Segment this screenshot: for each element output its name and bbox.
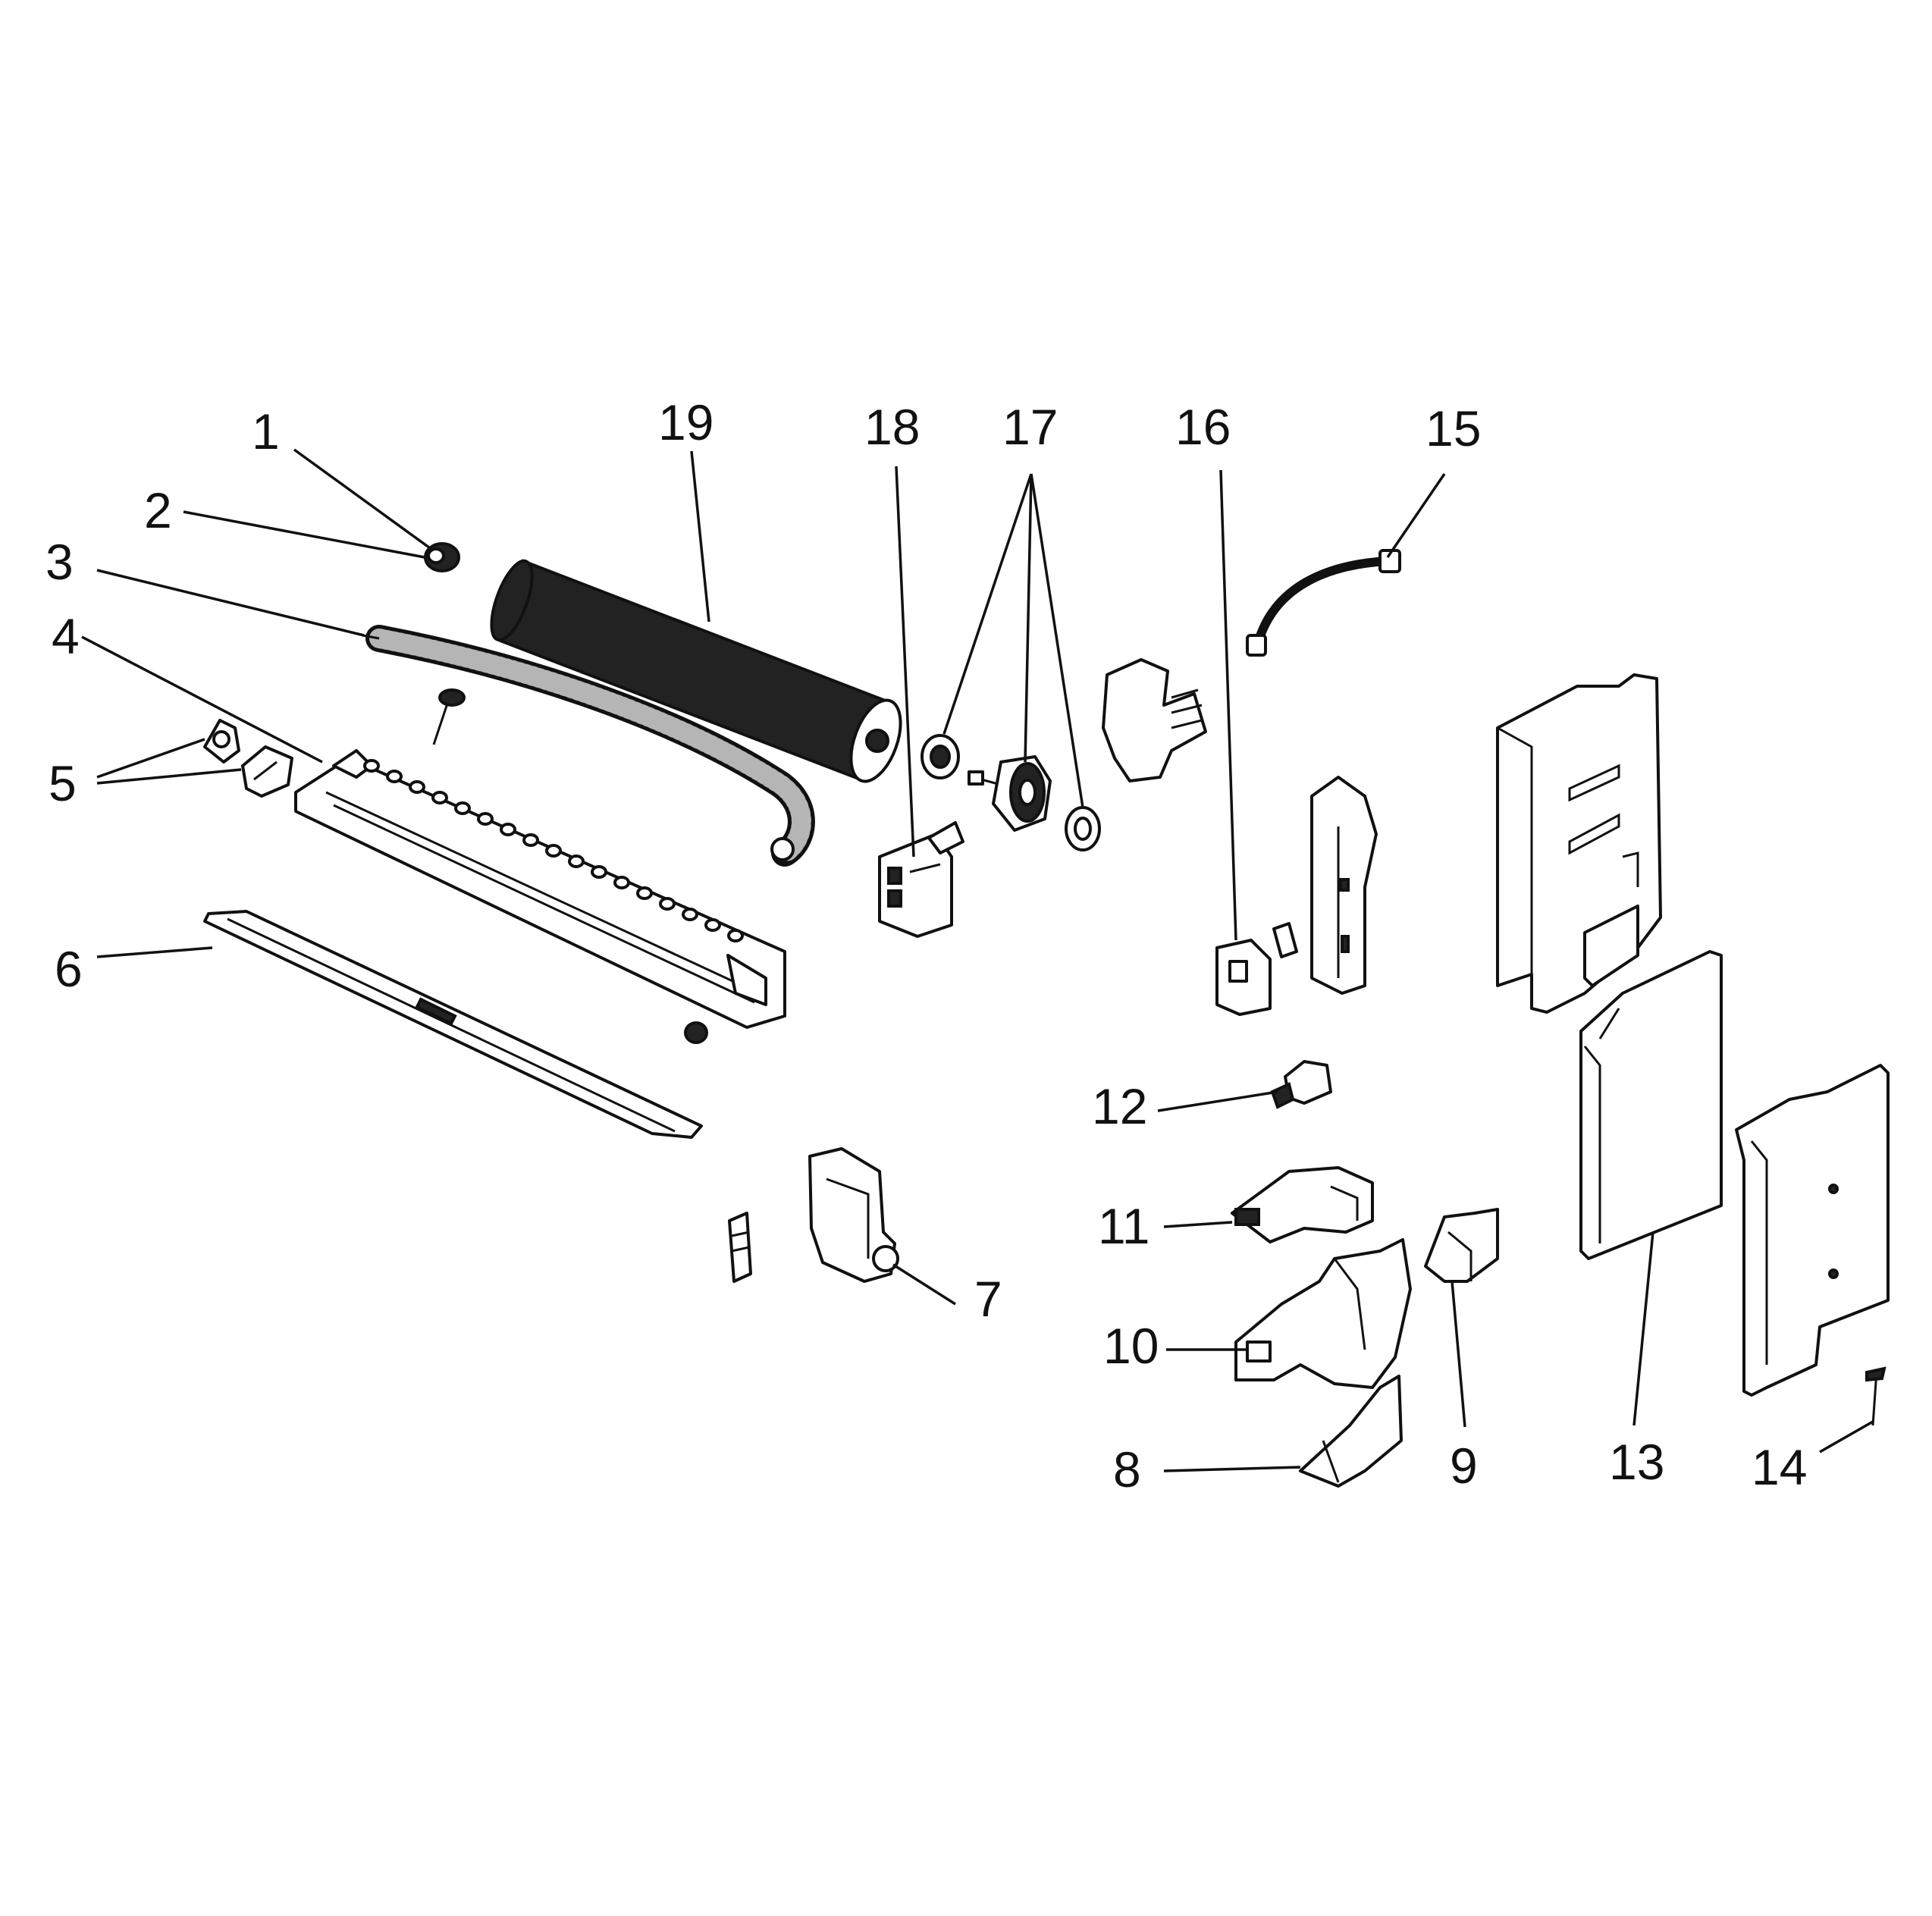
callout-8: 8: [1113, 1441, 1141, 1497]
electrical-cover: [1310, 776, 1378, 995]
leader-lines: [81, 448, 1874, 1472]
part-13-control-board: [1579, 950, 1723, 1260]
callout-19: 19: [658, 394, 714, 450]
louver-tooth: [659, 897, 676, 911]
part-19-blower-wheel: [490, 559, 902, 783]
callout-18: 18: [864, 399, 921, 455]
louver-tooth: [727, 929, 744, 942]
louver-tooth: [363, 759, 380, 773]
part-3-drain-hose: [362, 625, 815, 867]
louver-tooth: [522, 833, 539, 847]
louver-tooth: [682, 908, 698, 921]
callout-3: 3: [45, 534, 74, 590]
callout-16: 16: [1175, 399, 1231, 455]
part-16-terminal-block: [1215, 922, 1298, 1016]
part-10-support: [1234, 1238, 1412, 1389]
callout-1: 1: [252, 403, 280, 459]
callout-5: 5: [49, 755, 77, 811]
louver-tooth: [386, 770, 403, 783]
part-12-connector: [1270, 1060, 1332, 1109]
part-6-louver-blade: [203, 910, 703, 1139]
louver-tooth: [704, 918, 721, 932]
screw-icon: [432, 688, 466, 745]
louver-tooth: [568, 855, 585, 868]
callout-9: 9: [1450, 1438, 1478, 1494]
louver-tooth: [409, 780, 425, 794]
control-box-cover: [1496, 673, 1662, 1014]
part-15-cable: [1246, 549, 1401, 657]
side-panel: [1735, 1064, 1890, 1397]
louver-tooth: [454, 801, 471, 815]
part-8-bracket: [1299, 1375, 1403, 1488]
part-5-end-caps: [203, 719, 293, 798]
louver-tooth: [591, 865, 607, 879]
louver-tooth: [613, 876, 630, 889]
callout-2: 2: [144, 482, 172, 538]
callout-6: 6: [55, 941, 83, 997]
callout-13: 13: [1609, 1434, 1665, 1490]
callout-11: 11: [1098, 1198, 1150, 1254]
part-1-cap: [424, 542, 460, 572]
callout-4: 4: [52, 608, 80, 664]
louver-teeth: [363, 759, 744, 942]
part-17-bearings-and-motor: [921, 734, 1101, 851]
part-9-bracket: [1424, 1208, 1499, 1283]
motor-clip: [1102, 658, 1207, 782]
callout-15: 15: [1425, 400, 1482, 456]
part-11-sensor-bracket: [1231, 1166, 1374, 1243]
part-18-motor-bracket: [878, 821, 964, 938]
nut-icon: [684, 1021, 708, 1044]
louver-tooth: [477, 812, 494, 826]
part-4-louver-housing: [294, 749, 786, 1029]
part-14-screw: [1865, 1366, 1887, 1426]
louver-tooth: [636, 886, 653, 900]
louver-tooth: [545, 844, 562, 858]
louver-tooth: [431, 791, 448, 804]
callout-17: 17: [1002, 399, 1059, 455]
callout-7: 7: [974, 1271, 1002, 1327]
callout-12: 12: [1092, 1078, 1148, 1134]
callout-14: 14: [1752, 1439, 1808, 1495]
part-7-swing-motor: [728, 1147, 899, 1283]
louver-tooth: [500, 823, 516, 836]
callout-10: 10: [1103, 1318, 1159, 1374]
